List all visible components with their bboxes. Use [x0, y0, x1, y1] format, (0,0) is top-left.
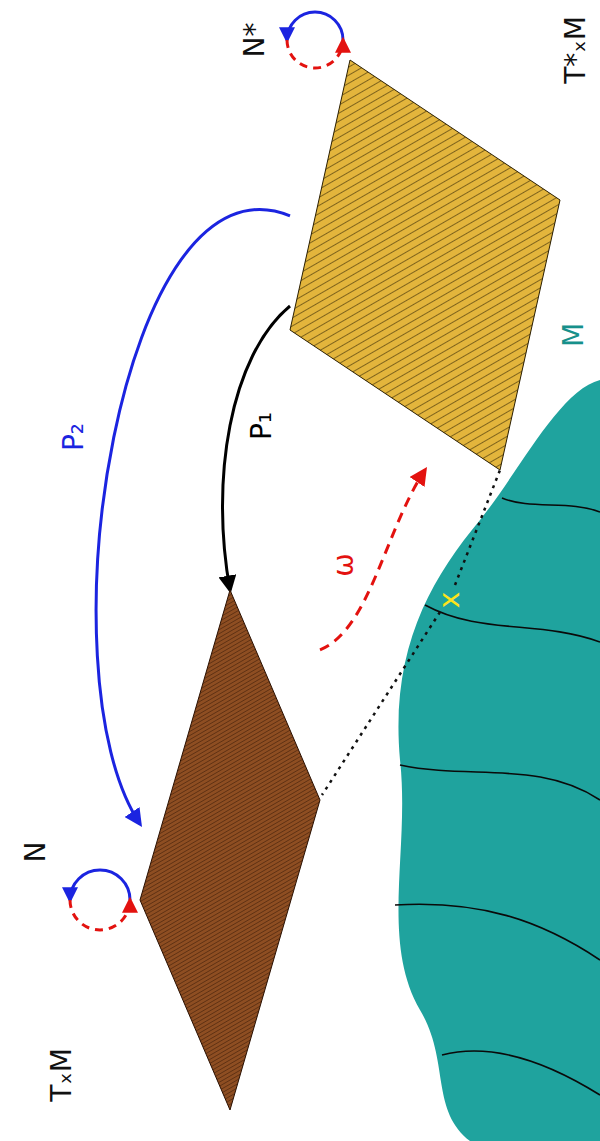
- shape-outline: [380, 380, 600, 1141]
- shape-fill: [290, 60, 560, 470]
- dotted-leader: [322, 612, 440, 795]
- edge-label: ω: [330, 553, 358, 576]
- point-label: x: [436, 592, 464, 609]
- form-arrow: [320, 470, 425, 650]
- tangent-plane: TₓM: [140, 590, 320, 1110]
- edge-label: P₁: [248, 411, 276, 439]
- shape-fill: [398, 380, 600, 1141]
- contour-line: [425, 605, 600, 642]
- loop-arc: [70, 870, 130, 900]
- plane-label: TₓM: [48, 1048, 76, 1102]
- shape-outline: [140, 590, 320, 1110]
- map-arrow: [223, 306, 291, 590]
- contour-line: [502, 498, 600, 512]
- contour-line: [395, 904, 600, 960]
- plane-label: T*ₓM: [562, 16, 590, 84]
- loop-arc: [287, 12, 343, 40]
- contour-line: [442, 1051, 600, 1095]
- contour-line: [400, 765, 600, 800]
- map-label: N: [22, 842, 50, 863]
- cotangent-plane: T*ₓM: [290, 60, 560, 470]
- manifold-shape: M: [380, 380, 600, 1141]
- manifold-label: M: [560, 323, 588, 347]
- dotted-leader: [455, 470, 500, 585]
- loop-arc-dashed: [287, 40, 343, 68]
- loop-arc-dashed: [70, 900, 130, 930]
- edge-label: P₂: [60, 423, 88, 451]
- map-label: N*: [241, 23, 269, 58]
- shape-fill: [140, 590, 320, 1110]
- shape-outline: [290, 60, 560, 470]
